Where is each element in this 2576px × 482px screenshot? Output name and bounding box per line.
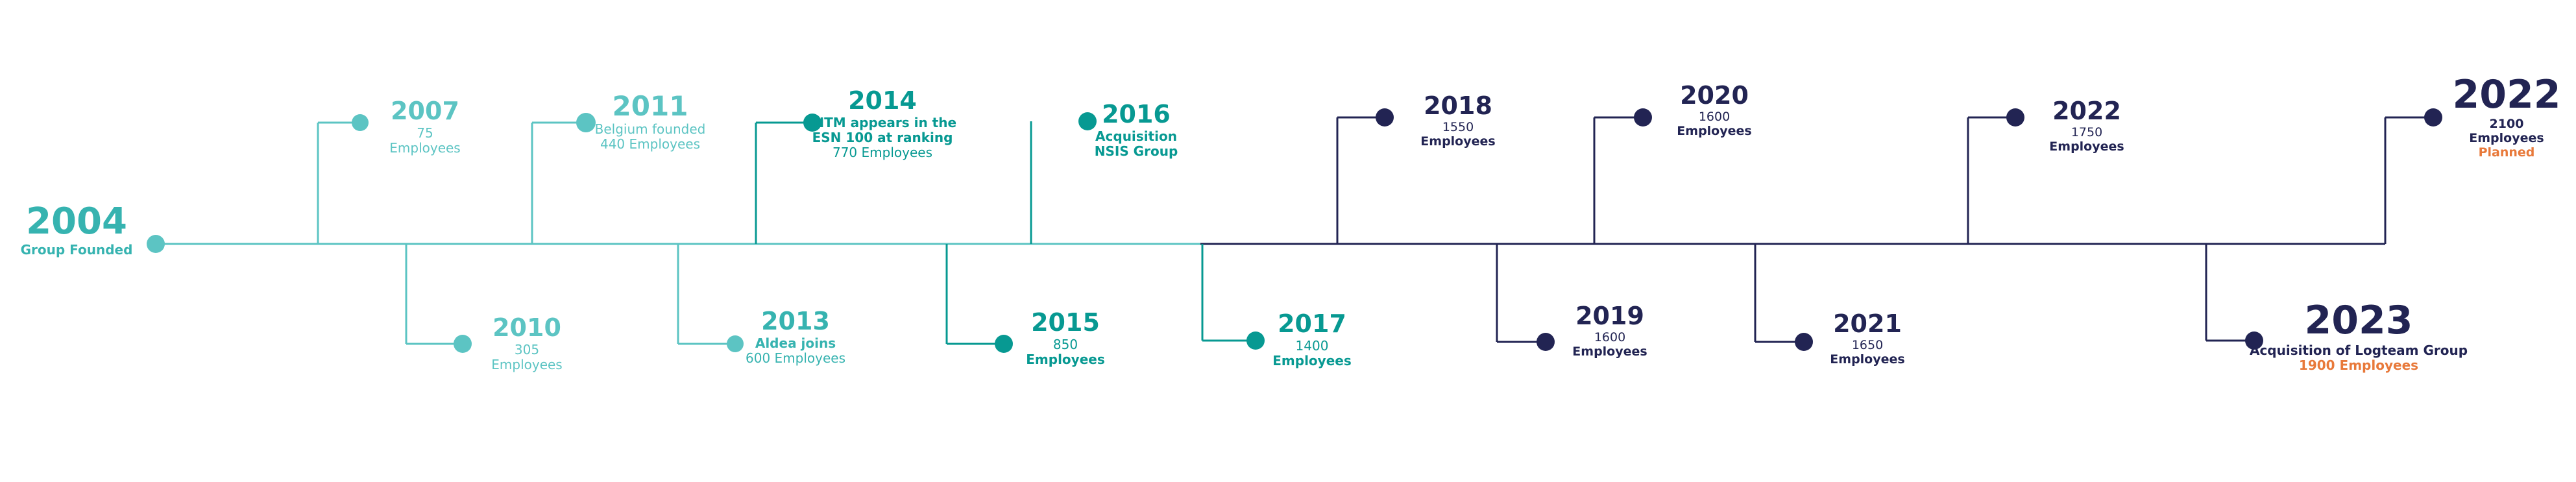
event-text: Employees bbox=[1677, 123, 1752, 138]
event-text: Acquisition of Logteam Group bbox=[2249, 343, 2468, 358]
event-2022-planned-label: 2022 2100 Employees Planned bbox=[2453, 73, 2561, 160]
event-text: 600 Employees bbox=[745, 350, 846, 366]
event-text: Aldea joins bbox=[755, 335, 836, 351]
event-year: 2015 bbox=[1031, 308, 1100, 337]
event-2022-label: 2022 1750 Employees bbox=[2049, 97, 2124, 154]
event-2014-label: 2014 INTM appears in the ESN 100 at rank… bbox=[808, 86, 957, 160]
event-text: Employees bbox=[389, 139, 461, 156]
event-text: 1400 bbox=[1295, 337, 1329, 354]
event-text: 1650 bbox=[1851, 337, 1884, 352]
event-marker-2013 bbox=[727, 335, 744, 352]
event-2023-label: 2023 Acquisition of Logteam Group 1900 E… bbox=[2250, 298, 2468, 373]
event-text: 850 bbox=[1052, 336, 1078, 352]
event-marker-2021 bbox=[1795, 333, 1813, 351]
event-2016-label: 2016 Acquisition NSIS Group bbox=[1094, 100, 1178, 159]
event-text: 75 bbox=[417, 125, 433, 141]
event-2015-label: 2015 850 Employees bbox=[1026, 308, 1105, 367]
event-year: 2022 bbox=[2052, 97, 2121, 125]
event-marker-2011 bbox=[576, 113, 596, 132]
event-marker-2020 bbox=[1634, 108, 1652, 127]
event-2013-label: 2013 Aldea joins 600 Employees bbox=[746, 307, 845, 366]
event-marker-2023 bbox=[2245, 331, 2263, 350]
event-text: 1600 bbox=[1594, 330, 1626, 344]
event-year: 2014 bbox=[848, 86, 917, 115]
event-2020-label: 2020 1600 Employees bbox=[1677, 81, 1752, 138]
event-year: 2011 bbox=[612, 90, 688, 122]
event-highlight: Planned bbox=[2478, 145, 2535, 160]
event-2017-label: 2017 1400 Employees bbox=[1272, 309, 1352, 368]
event-text: Employees bbox=[491, 356, 563, 372]
event-text: INTM appears in the bbox=[808, 114, 957, 130]
event-text: 770 Employees bbox=[832, 144, 932, 160]
event-year: 2021 bbox=[1833, 309, 1902, 338]
event-year: 2018 bbox=[1424, 91, 1492, 120]
event-year: 2007 bbox=[391, 97, 459, 125]
event-text: Employees bbox=[2469, 130, 2544, 145]
event-year: 2023 bbox=[2304, 298, 2413, 343]
event-text: Employees bbox=[1420, 134, 1496, 149]
event-highlight: 1900 Employees bbox=[2298, 357, 2419, 373]
event-marker-2010 bbox=[454, 335, 472, 353]
event-text: NSIS Group bbox=[1094, 143, 1178, 159]
event-text: Belgium founded bbox=[594, 121, 706, 138]
event-year: 2016 bbox=[1102, 100, 1171, 128]
event-marker-2004 bbox=[147, 235, 165, 253]
event-year: 2010 bbox=[492, 313, 561, 342]
event-2018-label: 2018 1550 Employees bbox=[1420, 91, 1496, 149]
event-marker-2018 bbox=[1376, 108, 1394, 127]
event-2007-label: 2007 75 Employees bbox=[389, 97, 460, 156]
event-marker-2022 bbox=[2424, 108, 2442, 127]
event-year: 2013 bbox=[761, 307, 830, 335]
event-text: 2100 bbox=[2489, 117, 2524, 131]
event-text: Employees bbox=[1572, 344, 1647, 359]
event-text: 440 Employees bbox=[600, 136, 700, 152]
event-text: ESN 100 at ranking bbox=[812, 129, 953, 145]
event-2011-label: 2011 Belgium founded 440 Employees bbox=[594, 90, 706, 152]
event-2021-label: 2021 1650 Employees bbox=[1830, 309, 1905, 367]
event-text: Group Founded bbox=[20, 242, 133, 258]
timeline-markers bbox=[147, 108, 2442, 353]
event-marker-2022 bbox=[2006, 108, 2024, 127]
event-marker-2015 bbox=[995, 335, 1013, 353]
event-year: 2017 bbox=[1278, 309, 1346, 338]
event-text: Employees bbox=[1830, 352, 1905, 367]
event-year: 2019 bbox=[1575, 302, 1644, 330]
event-marker-2019 bbox=[1537, 333, 1555, 351]
event-year: 2020 bbox=[1680, 81, 1749, 110]
event-marker-2016 bbox=[1078, 112, 1097, 130]
event-text: 1600 bbox=[1698, 109, 1731, 124]
event-text: Employees bbox=[1026, 351, 1105, 367]
event-text: Employees bbox=[1272, 352, 1352, 368]
event-2010-label: 2010 305 Employees bbox=[491, 313, 563, 372]
event-text: 1550 bbox=[1442, 119, 1474, 134]
event-text: 1750 bbox=[2071, 125, 2103, 139]
event-2019-label: 2019 1600 Employees bbox=[1572, 302, 1647, 359]
event-year: 2004 bbox=[26, 200, 127, 243]
event-marker-2007 bbox=[352, 114, 369, 131]
event-text: 305 bbox=[514, 341, 540, 357]
event-2004-label: 2004 Group Founded bbox=[20, 200, 133, 258]
event-year: 2022 bbox=[2452, 72, 2561, 117]
event-text: Acquisition bbox=[1095, 128, 1177, 144]
event-text: Employees bbox=[2049, 139, 2124, 154]
event-marker-2017 bbox=[1246, 331, 1265, 350]
event-marker-2014 bbox=[803, 114, 821, 132]
